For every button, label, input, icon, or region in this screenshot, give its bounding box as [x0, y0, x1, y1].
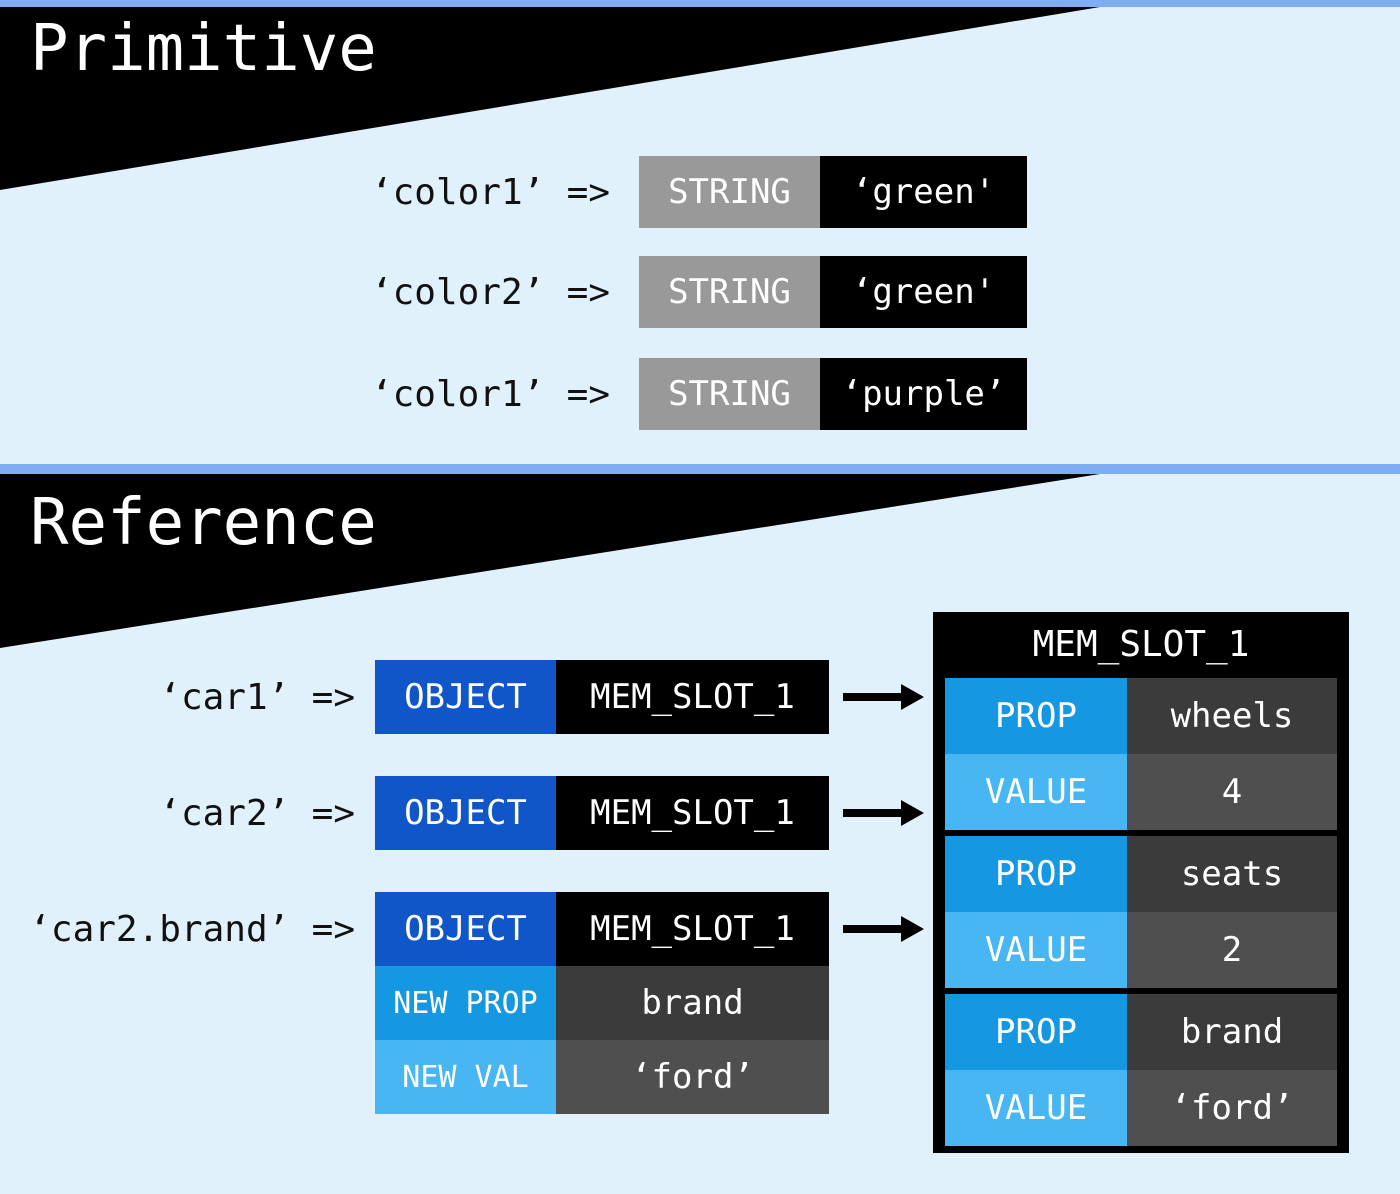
type-cell: OBJECT [375, 892, 556, 966]
type-cell: STRING [639, 358, 820, 430]
value-label: VALUE [945, 1070, 1127, 1146]
assign-arrow-glyph: => [566, 373, 610, 415]
reference-row-car2-brand: ‘car2.brand’ => OBJECT MEM_SLOT_1 [0, 892, 1400, 966]
mutation-value-cell: brand [556, 966, 829, 1040]
pointer-arrow-icon [843, 916, 925, 942]
memory-entry-wheels: PROP wheels VALUE 4 [945, 678, 1337, 830]
prop-row: PROP seats [945, 836, 1337, 912]
assign-arrow-glyph: => [311, 792, 355, 834]
variable-name: ‘car1’ [159, 676, 290, 718]
prop-row: PROP brand [945, 994, 1337, 1070]
type-cell: STRING [639, 156, 820, 228]
value-label: VALUE [945, 754, 1127, 830]
value-row: VALUE ‘ford’ [945, 1070, 1337, 1146]
value-content: 2 [1127, 912, 1337, 988]
memory-entry-brand: PROP brand VALUE ‘ford’ [945, 994, 1337, 1146]
prop-name: brand [1127, 994, 1337, 1070]
prop-name: wheels [1127, 678, 1337, 754]
mutation-row-new-prop: NEW PROP brand [0, 966, 1400, 1040]
memory-entry-seats: PROP seats VALUE 2 [945, 836, 1337, 988]
primitive-row-color1-reassigned: ‘color1’ => STRING ‘purple’ [0, 358, 1400, 430]
value-cell: ‘green' [820, 256, 1027, 328]
prop-label: PROP [945, 994, 1127, 1070]
variable-label: ‘car1’ => [159, 660, 355, 734]
top-divider-bar [0, 0, 1400, 7]
variable-name: ‘color1’ [370, 373, 545, 415]
value-content: ‘ford’ [1127, 1070, 1337, 1146]
primitive-section-title: Primitive [30, 12, 377, 86]
memory-slot-cell: MEM_SLOT_1 [556, 776, 829, 850]
reference-row-car1: ‘car1’ => OBJECT MEM_SLOT_1 [0, 660, 1400, 734]
variable-name: ‘color2’ [370, 271, 545, 313]
assign-arrow-glyph: => [311, 676, 355, 718]
memory-slot-cell: MEM_SLOT_1 [556, 660, 829, 734]
memory-slot-title: MEM_SLOT_1 [1032, 624, 1250, 665]
arrow-shaft [843, 925, 903, 933]
variable-name: ‘color1’ [370, 171, 545, 213]
mutation-row-new-val: NEW VAL ‘ford’ [0, 1040, 1400, 1114]
arrow-head [901, 916, 924, 942]
value-label: VALUE [945, 912, 1127, 988]
reference-row-car2: ‘car2’ => OBJECT MEM_SLOT_1 [0, 776, 1400, 850]
value-cell: ‘purple’ [820, 358, 1027, 430]
value-row: VALUE 2 [945, 912, 1337, 988]
type-cell: STRING [639, 256, 820, 328]
memory-slot-cell: MEM_SLOT_1 [556, 892, 829, 966]
type-cell: OBJECT [375, 660, 556, 734]
value-content: 4 [1127, 754, 1337, 830]
pointer-arrow-icon [843, 684, 925, 710]
arrow-head [901, 684, 924, 710]
variable-label: ‘car2.brand’ => [29, 892, 355, 966]
mutation-value-cell: ‘ford’ [556, 1040, 829, 1114]
pointer-arrow-icon [843, 800, 925, 826]
mutation-key-cell: NEW VAL [375, 1040, 556, 1114]
primitive-row-color1: ‘color1’ => STRING ‘green' [0, 156, 1400, 228]
variable-label: ‘color1’ => [371, 156, 610, 228]
value-cell: ‘green' [820, 156, 1027, 228]
prop-row: PROP wheels [945, 678, 1337, 754]
assign-arrow-glyph: => [566, 271, 610, 313]
type-cell: OBJECT [375, 776, 556, 850]
assign-arrow-glyph: => [311, 908, 355, 950]
prop-label: PROP [945, 678, 1127, 754]
prop-label: PROP [945, 836, 1127, 912]
variable-label: ‘color1’ => [371, 358, 610, 430]
arrow-head [901, 800, 924, 826]
assign-arrow-glyph: => [566, 171, 610, 213]
memory-slot-box: MEM_SLOT_1 PROP wheels VALUE 4 PROP seat… [933, 612, 1349, 1153]
primitive-row-color2: ‘color2’ => STRING ‘green' [0, 256, 1400, 328]
prop-name: seats [1127, 836, 1337, 912]
section-divider-bar [0, 464, 1400, 474]
mutation-key-cell: NEW PROP [375, 966, 556, 1040]
arrow-shaft [843, 809, 903, 817]
value-row: VALUE 4 [945, 754, 1337, 830]
reference-section-title: Reference [30, 486, 377, 560]
variable-label: ‘color2’ => [371, 256, 610, 328]
variable-label: ‘car2’ => [159, 776, 355, 850]
variable-name: ‘car2’ [159, 792, 290, 834]
variable-name: ‘car2.brand’ [29, 908, 290, 950]
arrow-shaft [843, 693, 903, 701]
